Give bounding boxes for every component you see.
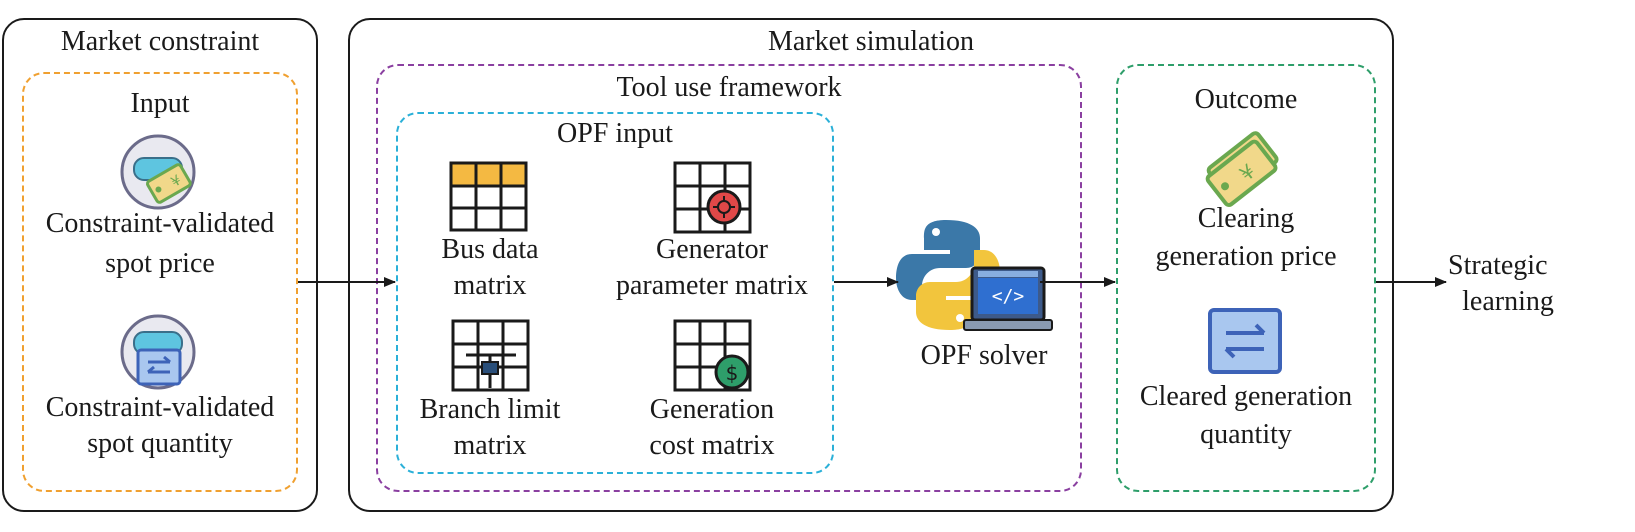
opf-solver-label: OPF solver [920, 340, 1048, 371]
input-group [22, 72, 298, 492]
bus-data-label-2: matrix [453, 270, 527, 301]
strategic-learning-label-2: learning [1462, 286, 1554, 317]
market-constraint-title: Market constraint [60, 26, 260, 57]
spot-quantity-label-2: spot quantity [87, 428, 233, 459]
bus-data-matrix-icon [449, 161, 528, 232]
spot-price-label-2: spot price [105, 248, 215, 279]
market-simulation-panel [348, 18, 1394, 512]
cleared-quantity-icon [1208, 308, 1282, 374]
spot-price-icon: ¥ [120, 134, 196, 210]
generator-label-2: parameter matrix [615, 270, 808, 301]
outcome-group [1116, 64, 1376, 492]
opf-solver-icon: </> [896, 220, 1053, 331]
generator-parameter-matrix-icon [673, 161, 752, 234]
generation-cost-label-1: Generation [649, 394, 775, 425]
spot-quantity-label-1: Constraint-validated [45, 392, 275, 423]
tool-use-framework-title: Tool use framework [616, 72, 842, 103]
branch-limit-label-1: Branch limit [419, 394, 561, 425]
market-simulation-title: Market simulation [767, 26, 975, 57]
market-constraint-panel [2, 18, 318, 512]
spot-price-label-1: Constraint-validated [45, 208, 275, 239]
clearing-price-label-2: generation price [1155, 241, 1337, 272]
tool-use-framework-group [376, 64, 1082, 492]
cleared-quantity-label-1: Cleared generation [1139, 381, 1353, 412]
opf-input-title: OPF input [557, 118, 673, 149]
spot-quantity-icon [120, 314, 196, 390]
svg-text:$: $ [726, 361, 739, 385]
cleared-quantity-label-2: quantity [1200, 419, 1292, 450]
bus-data-label-1: Bus data [441, 234, 539, 265]
clearing-price-icon: ¥ [1205, 131, 1279, 207]
branch-limit-label-2: matrix [453, 430, 527, 461]
input-title: Input [130, 88, 190, 119]
outcome-title: Outcome [1194, 84, 1298, 115]
branch-limit-matrix-icon [451, 319, 530, 392]
generator-label-1: Generator [656, 234, 768, 265]
strategic-learning-label-1: Strategic [1448, 250, 1548, 281]
opf-input-group [396, 112, 834, 474]
clearing-price-label-1: Clearing [1197, 203, 1295, 234]
generation-cost-label-2: cost matrix [649, 430, 775, 461]
generation-cost-matrix-icon: $ [673, 319, 752, 392]
svg-text:</>: </> [992, 286, 1025, 307]
